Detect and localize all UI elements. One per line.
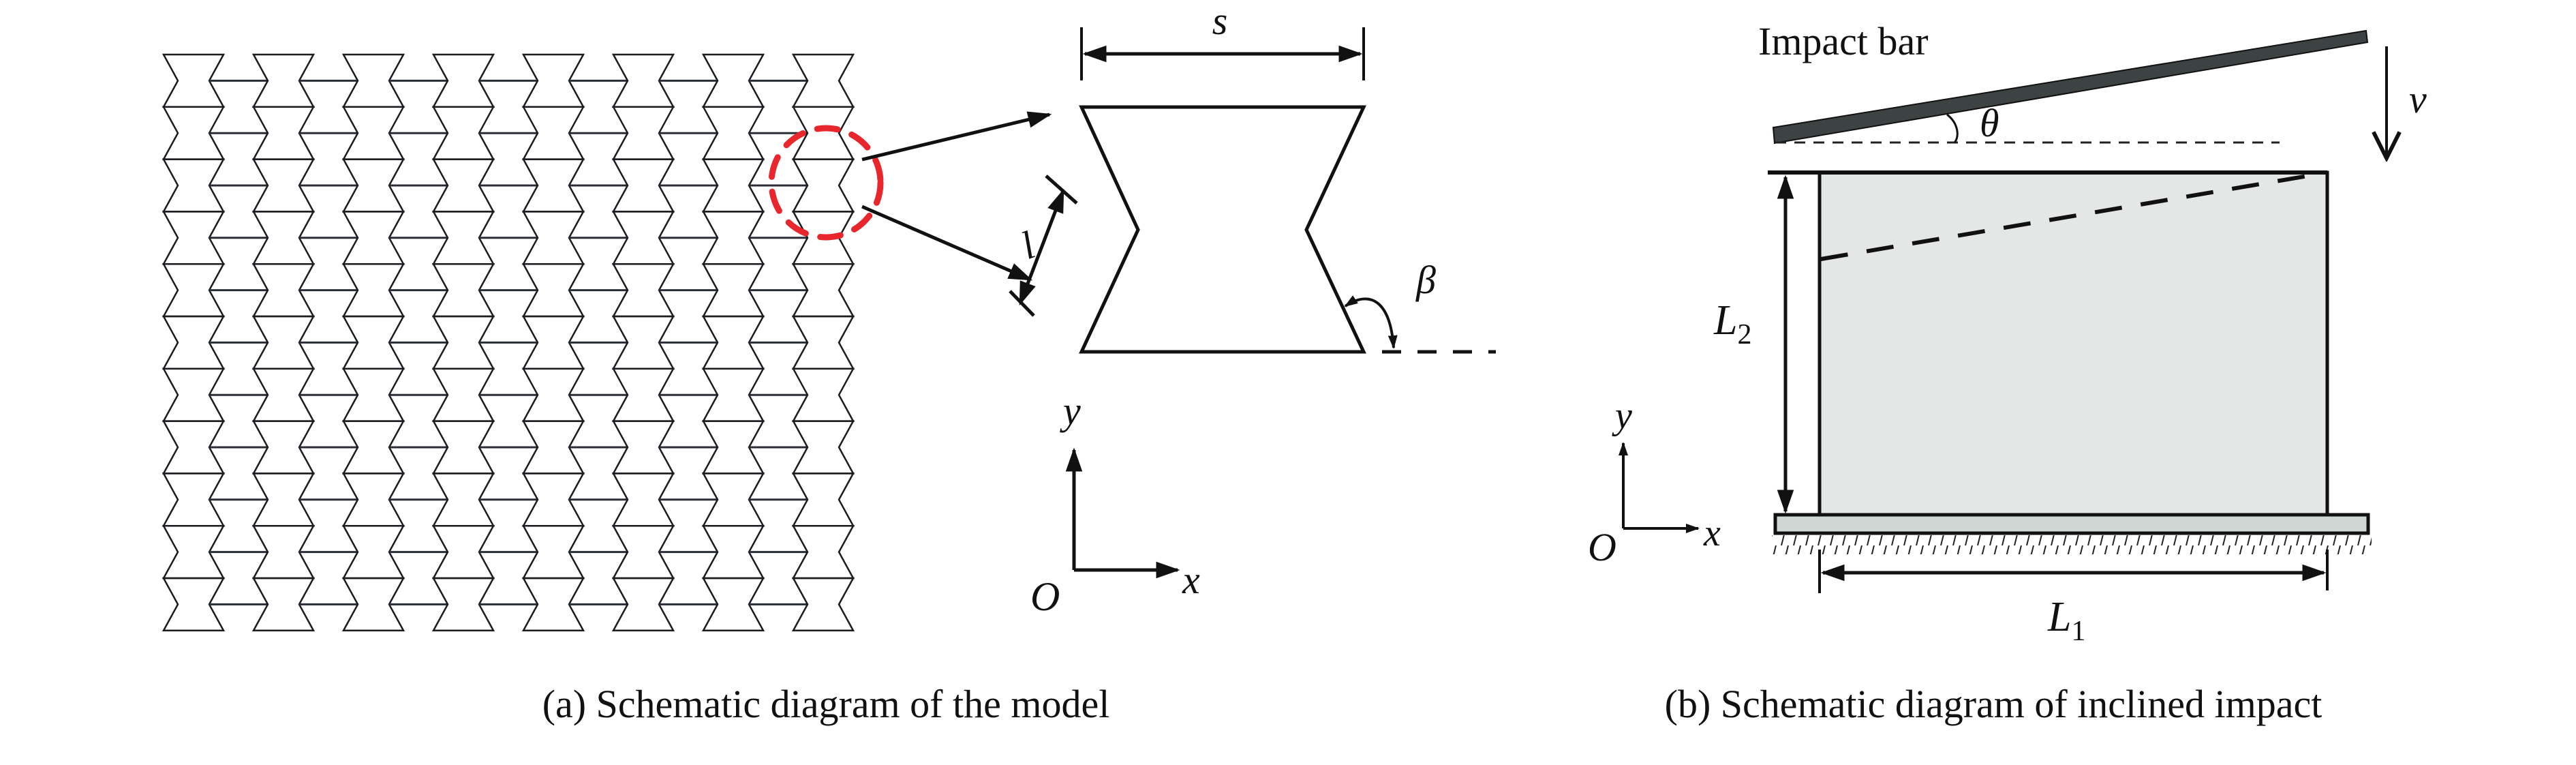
label-beta: β [1415, 258, 1436, 302]
label-l: l [1015, 222, 1041, 268]
lattice-cell [521, 577, 585, 632]
label-L1: L1 [2047, 594, 2085, 647]
impact-bar [1772, 29, 2369, 145]
lattice-cell [162, 577, 226, 632]
label-s: s [1212, 0, 1228, 43]
inclined-cut-line [1820, 172, 2316, 261]
angle-beta: β [1344, 258, 1496, 354]
lattice-cell [341, 577, 405, 632]
axes-b: y x O [1588, 395, 1721, 569]
panel-a: s l β y x O (a) Schematic diagram of the… [162, 0, 1496, 726]
origin-label-b: O [1588, 525, 1616, 569]
lattice-cell [251, 577, 316, 632]
lattice-cell [431, 577, 495, 632]
lattice-cell [701, 577, 765, 632]
label-L2: L2 [1713, 297, 1751, 350]
axis-x-label-b: x [1703, 512, 1721, 554]
impact-bar-label: Impact bar [1758, 19, 1929, 63]
caption-b: (b) Schematic diagram of inclined impact [1665, 682, 2322, 726]
zoom-arrow-upper [861, 111, 1052, 162]
base-plate [1773, 513, 2370, 535]
axes-a: y x O [1030, 389, 1200, 619]
lattice-cell [791, 577, 855, 632]
lattice-cell [611, 577, 675, 632]
panel-b: Impact bar θ v L2 L1 [1588, 19, 2427, 726]
highlight-circle [768, 125, 884, 241]
origin-label: O [1030, 574, 1060, 619]
axis-y-label: y [1060, 389, 1081, 433]
dimension-s: s [1080, 0, 1365, 80]
axis-y-label-b: y [1612, 395, 1632, 437]
angle-theta-arc [1946, 113, 1959, 143]
ground-hatching [1772, 535, 2372, 554]
dimension-l: l [1009, 175, 1078, 317]
zoom-arrow-lower [861, 205, 1033, 282]
auxetic-lattice [162, 53, 855, 632]
axis-x-label: x [1182, 558, 1200, 602]
label-theta: θ [1980, 101, 1999, 145]
label-v: v [2409, 77, 2427, 121]
dimension-L1: L1 [1818, 550, 2329, 647]
unit-cell [1079, 105, 1366, 354]
dimension-L2: L2 [1713, 175, 1794, 514]
caption-a: (a) Schematic diagram of the model [542, 682, 1110, 726]
specimen [1818, 170, 2329, 518]
